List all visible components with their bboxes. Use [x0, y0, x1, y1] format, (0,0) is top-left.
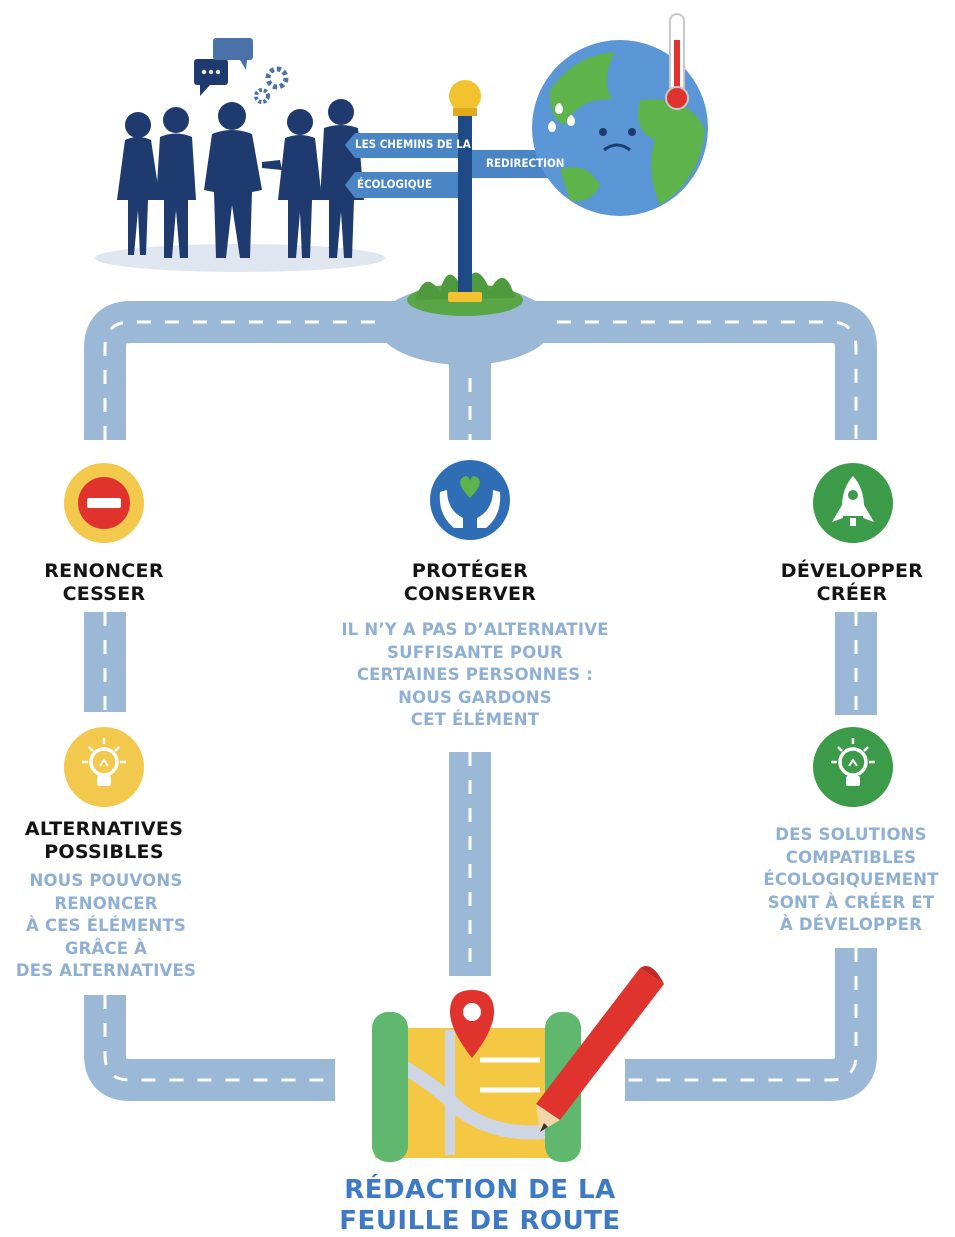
roadmap-title: RÉDACTION DE LA FEUILLE DE ROUTE: [339, 1175, 621, 1236]
solutions-description: DES SOLUTIONS COMPATIBLES ÉCOLOGIQUEMENT…: [763, 825, 939, 934]
alternatives-description: NOUS POUVONS RENONCER À CES ÉLÉMENTS GRÂ…: [15, 871, 197, 980]
proteger-description: IL N’Y A PAS D’ALTERNATIVE SUFFISANTE PO…: [341, 620, 609, 729]
lightbulb-icon: [813, 727, 893, 807]
earth-icon: [532, 40, 708, 216]
sign-label-top: LES CHEMINS DE LA: [355, 137, 471, 151]
sign-label-bottom: ÉCOLOGIQUE: [357, 177, 433, 191]
rocket-icon: [813, 463, 893, 543]
people-group-icon: [95, 38, 385, 272]
no-entry-icon: [64, 463, 144, 543]
lightbulb-icon: [64, 727, 144, 807]
alternatives-heading: ALTERNATIVES POSSIBLES: [24, 818, 184, 863]
map-with-pencil-icon: [372, 966, 664, 1162]
sign-label-right: REDIRECTION: [486, 156, 565, 170]
renoncer-heading: RENONCER CESSER: [44, 560, 164, 605]
developper-heading: DÉVELOPPER CRÉER: [780, 560, 924, 605]
thermometer-icon: [665, 13, 689, 110]
hands-heart-icon: [430, 460, 510, 540]
proteger-heading: PROTÉGER CONSERVER: [403, 560, 537, 605]
